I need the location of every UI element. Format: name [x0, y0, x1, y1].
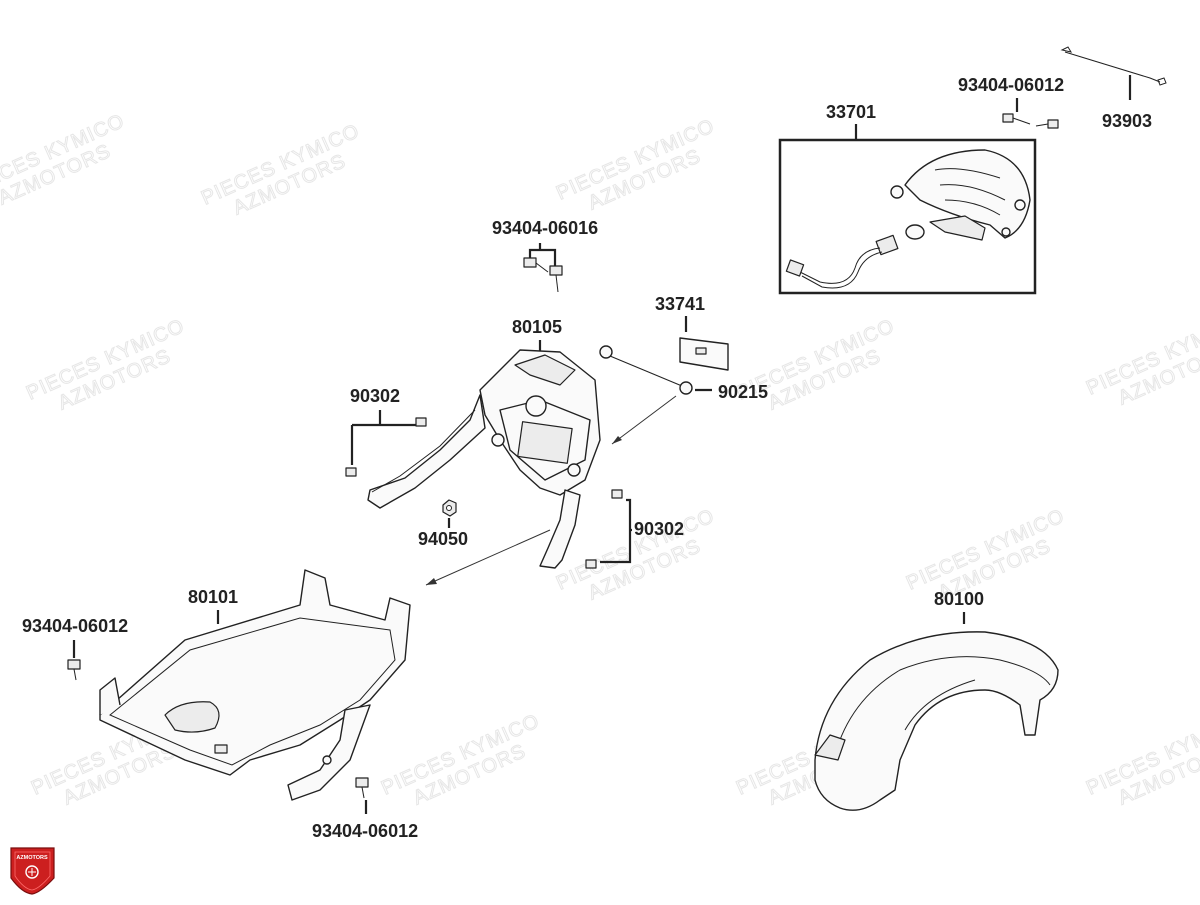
label-90215: 90215 — [718, 382, 768, 402]
part-80105-bracket: 80105 — [367, 317, 601, 569]
label-80105: 80105 — [512, 317, 562, 337]
label-93404-top: 93404-06012 — [958, 75, 1064, 95]
part-33741-reflector: 33741 — [655, 294, 729, 371]
label-94050: 94050 — [418, 529, 468, 549]
part-93404-top-screws: 93404-06012 — [958, 75, 1064, 129]
screw-icon — [1035, 119, 1059, 129]
label-33741: 33741 — [655, 294, 705, 314]
label-33701: 33701 — [826, 102, 876, 122]
screw-icon — [523, 257, 549, 273]
label-80101: 80101 — [188, 587, 238, 607]
screw-icon — [355, 777, 369, 799]
logo-text: AZMOTORS — [16, 855, 48, 861]
label-93404-06016: 93404-06016 — [492, 218, 598, 238]
label-90302-right: 90302 — [634, 519, 684, 539]
label-80100: 80100 — [934, 589, 984, 609]
part-90215-bolt: 90215 — [599, 345, 768, 445]
part-94050-nut: 94050 — [418, 499, 468, 549]
screw-icon — [549, 265, 563, 293]
screw-icon — [67, 659, 81, 681]
part-93404-06016-screws: 93404-06016 — [492, 218, 598, 293]
clip-icon — [585, 559, 597, 569]
clip-icon — [345, 467, 357, 477]
tail-light-frame — [778, 138, 1037, 295]
azmotors-logo: AZMOTORS — [10, 847, 55, 895]
part-90302-left-clips: 90302 — [345, 386, 427, 477]
part-90302-right-clips: 90302 — [425, 489, 684, 586]
part-80101-tray: 80101 — [99, 569, 411, 801]
label-93404-bottom: 93404-06012 — [312, 821, 418, 841]
label-93404-left: 93404-06012 — [22, 616, 128, 636]
part-93404-bottom-screw: 93404-06012 — [312, 777, 418, 841]
screw-icon — [1002, 113, 1031, 125]
label-90302-left: 90302 — [350, 386, 400, 406]
part-93903-wire: 93903 — [1060, 46, 1167, 131]
label-93903: 93903 — [1102, 111, 1152, 131]
part-93404-left-screw: 93404-06012 — [22, 616, 128, 681]
clip-icon — [611, 489, 623, 499]
clip-icon — [415, 417, 427, 427]
part-33701-tail-light: 33701 — [778, 102, 1037, 295]
part-80100-fender: 80100 — [814, 589, 1059, 811]
